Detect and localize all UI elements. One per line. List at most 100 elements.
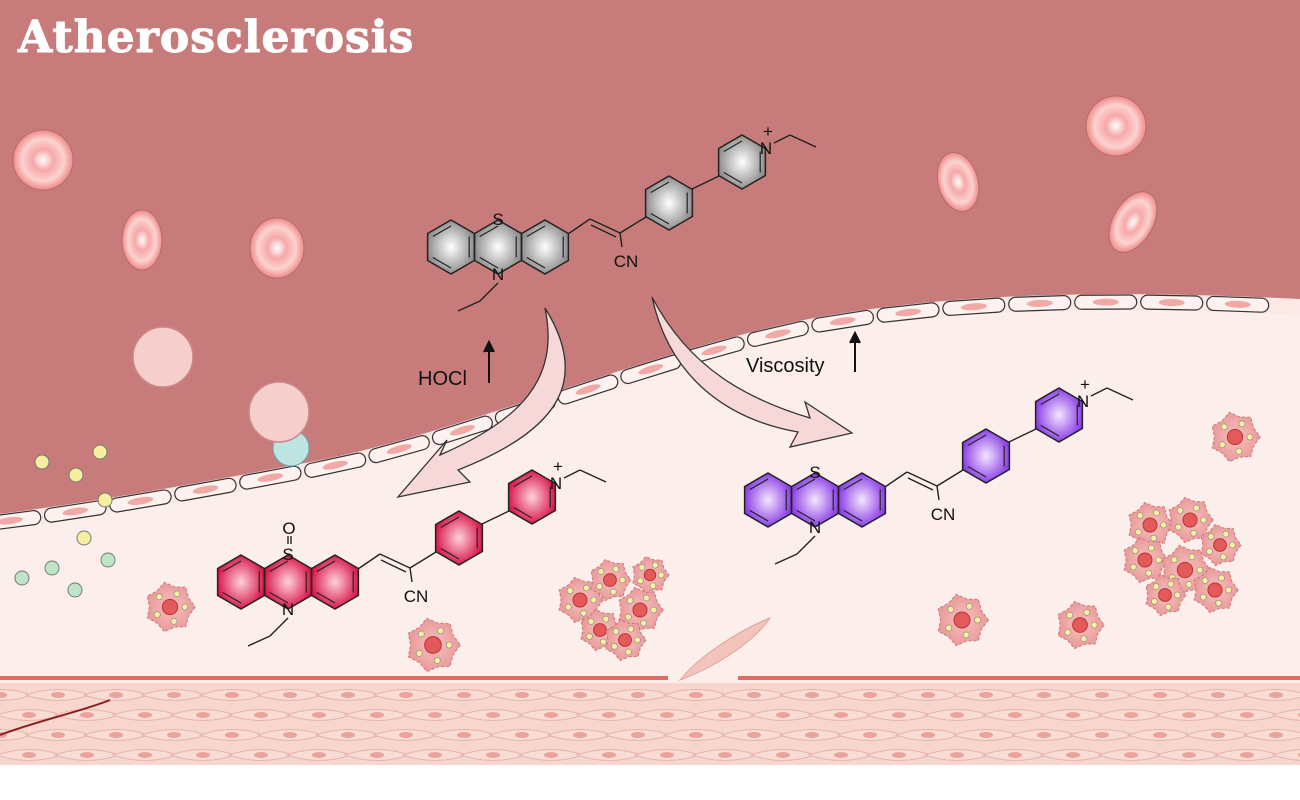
- endothelial-cell: [1140, 294, 1204, 311]
- foam-cell: [605, 618, 647, 662]
- foam-cell: [1123, 536, 1169, 584]
- ethyl-bond: [773, 134, 791, 144]
- biaryl-bond: [481, 510, 510, 525]
- smooth-muscle-cell: [778, 689, 846, 701]
- nitrogen-atom-label: N: [282, 600, 294, 619]
- lipid-particle: [34, 454, 50, 470]
- endothelial-cell: [746, 320, 809, 347]
- pyridinium-ring: [1034, 387, 1084, 443]
- smooth-muscle-cell: [0, 749, 63, 761]
- smooth-muscle-cell: [1155, 749, 1223, 761]
- smooth-muscle-cell: [1184, 729, 1252, 741]
- cyano-label: CN: [614, 252, 639, 271]
- smooth-muscle-cells: [0, 689, 1300, 761]
- smooth-muscle-cell: [430, 689, 498, 701]
- lipid-particle: [67, 582, 83, 598]
- ethyl-bond: [796, 535, 816, 555]
- foam-cell: [937, 593, 989, 647]
- lipid-particle: [14, 570, 30, 586]
- smooth-muscle-cell: [546, 729, 614, 741]
- smooth-muscle-cell: [1242, 729, 1300, 741]
- smooth-muscle-cell: [227, 749, 295, 761]
- smooth-muscle-cell: [836, 689, 904, 701]
- foam-cell: [1145, 573, 1187, 617]
- smooth-muscle-cell: [517, 749, 585, 761]
- smooth-muscle-cell: [923, 749, 991, 761]
- smooth-muscle-cell: [575, 749, 643, 761]
- smooth-muscle-cell: [1010, 729, 1078, 741]
- endothelial-cell: [557, 374, 619, 405]
- vinyl-double-bond: [379, 553, 411, 569]
- smooth-muscle-cell: [343, 709, 411, 721]
- sulfur-atom-label: S: [282, 545, 293, 564]
- monocyte: [132, 326, 194, 388]
- lipid-particle: [76, 530, 92, 546]
- smooth-muscle-cell: [1010, 689, 1078, 701]
- vinyl-double-bond: [906, 471, 938, 487]
- endothelial-cell: [109, 489, 172, 513]
- smooth-muscle-cell: [488, 689, 556, 701]
- smooth-muscle-cell: [256, 689, 324, 701]
- aryl-bond: [409, 551, 437, 569]
- red-blood-cell: [1108, 191, 1158, 253]
- smooth-muscle-cell: [807, 749, 875, 761]
- smooth-muscle-cell: [285, 749, 353, 761]
- smooth-muscle-cell: [169, 749, 237, 761]
- smooth-muscle-cell: [894, 689, 962, 701]
- red-blood-cells: [12, 95, 1158, 279]
- smooth-muscle-cell: [256, 729, 324, 741]
- cyano-label: CN: [404, 587, 429, 606]
- vinyl-double-bond: [589, 218, 621, 234]
- endothelial-cell: [1206, 295, 1270, 313]
- ethyl-bond: [1090, 387, 1108, 397]
- foam-cell: [1211, 411, 1261, 463]
- smooth-muscle-cell: [459, 749, 527, 761]
- endothelial-cell: [43, 500, 107, 523]
- pyridinium-ring: [507, 469, 557, 525]
- foam-cell: [1200, 523, 1242, 567]
- foam-cell: [632, 555, 670, 595]
- smooth-muscle-cell: [227, 709, 295, 721]
- endothelial-cell: [0, 510, 42, 532]
- foam-cell: [1057, 600, 1105, 650]
- endothelial-cells: [0, 294, 1270, 532]
- foam-cell: [590, 558, 632, 602]
- hocl-label: HOCl: [418, 368, 467, 390]
- foam-cell: [1168, 496, 1214, 544]
- pyridinium-nitrogen-label: N: [1077, 392, 1089, 411]
- endothelial-cell: [174, 477, 237, 502]
- fiber: [0, 699, 111, 736]
- pyridinium-nitrogen-label: N: [760, 139, 772, 158]
- adhering-monocyte: [248, 381, 310, 467]
- red-blood-cell: [12, 129, 74, 191]
- lipid-particle: [97, 492, 113, 508]
- smooth-muscle-cell: [952, 729, 1020, 741]
- endothelial-cell: [239, 465, 302, 490]
- endothelial-cell: [876, 302, 940, 323]
- migrating-smooth-muscle-cell: [678, 616, 772, 682]
- positive-charge-label: +: [553, 457, 563, 476]
- hocl-reaction-arrow: [396, 307, 566, 499]
- endothelial-cell: [942, 297, 1006, 316]
- endothelial-cell: [304, 452, 367, 478]
- aryl-bond: [619, 216, 647, 234]
- positive-charge-label: +: [1080, 375, 1090, 394]
- endothelial-cell: [811, 309, 874, 333]
- ethyl-bond: [269, 617, 289, 637]
- smooth-muscle-cell: [372, 729, 440, 741]
- smooth-muscle-cell: [140, 729, 208, 741]
- red-blood-cell: [121, 209, 163, 271]
- foam-cells: [146, 411, 1261, 673]
- sulfur-atom-label: S: [809, 463, 820, 482]
- cyano-bond: [619, 232, 623, 248]
- ethyl-bond: [563, 469, 581, 479]
- smooth-muscle-cell: [314, 729, 382, 741]
- cyano-label: CN: [931, 505, 956, 524]
- foam-cell: [618, 586, 664, 634]
- diagram-title: Atherosclerosis: [17, 12, 414, 63]
- endothelial-cell: [431, 415, 493, 446]
